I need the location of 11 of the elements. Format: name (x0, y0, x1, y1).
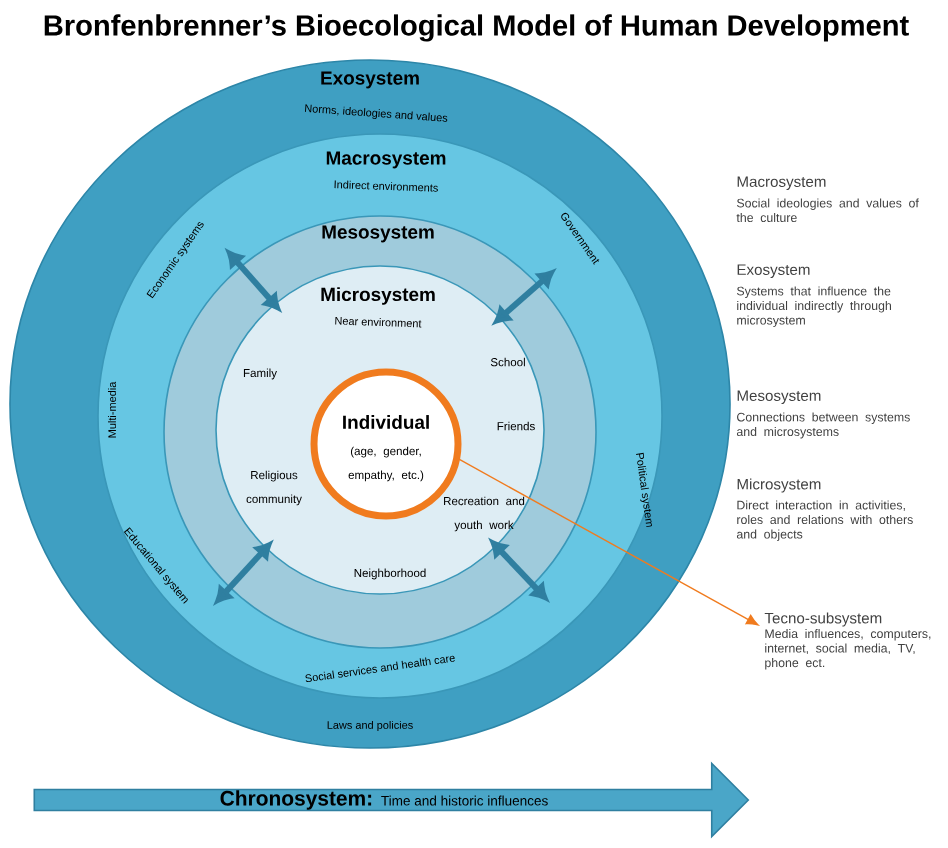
center-heading: Individual (343, 415, 429, 429)
double-arrow (490, 540, 548, 601)
title: Bronfenbrenner’s Bioecological Model of Human Development (44, 14, 909, 42)
double-arrow (215, 542, 272, 604)
ring-heading: Mesosystem (322, 225, 434, 243)
double-arrow (493, 270, 555, 324)
leader-line (459, 459, 759, 626)
ring-heading: Exosystem (321, 71, 419, 89)
ring-heading: Microsystem (321, 287, 435, 305)
ring-heading: Macrosystem (326, 151, 446, 169)
double-arrow (226, 250, 281, 311)
